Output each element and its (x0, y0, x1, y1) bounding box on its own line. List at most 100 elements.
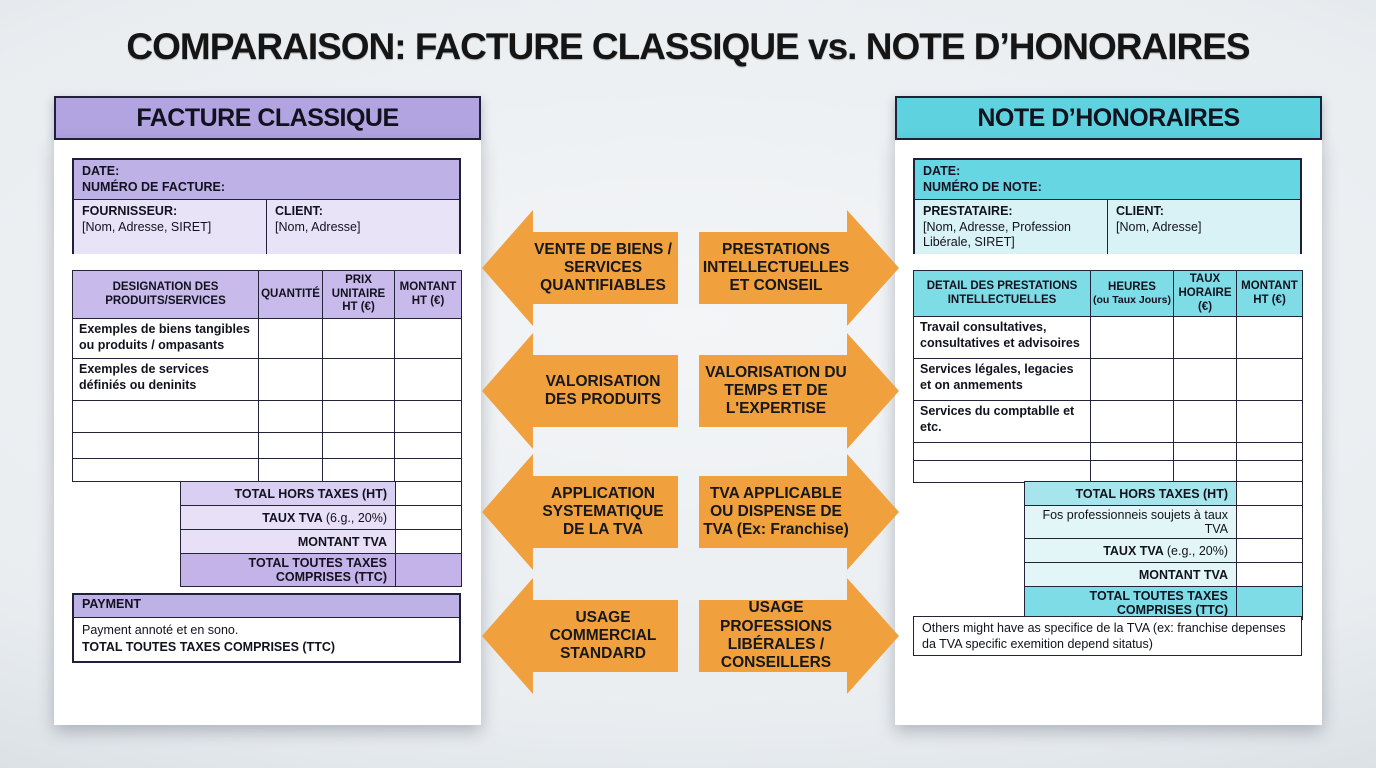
total-ttc-value (1236, 586, 1303, 620)
column-header-detail: DETAIL DES PRESTATIONS INTELLECTUELLES (913, 269, 1091, 318)
payment-header: PAYMENT (74, 595, 459, 618)
right-panel: DATE: NUMÉRO DE NOTE: PRESTATAIRE: [Nom,… (895, 140, 1322, 725)
client-label: CLIENT: (275, 204, 323, 218)
supplier-cell: FOURNISSEUR: [Nom, Adresse, SIRET] (74, 200, 267, 254)
table-row (72, 458, 462, 482)
total-row: MONTANT TVA (180, 529, 462, 554)
empty-cell (1236, 316, 1303, 360)
taux-tva-suffix: (e.g., 20%) (1166, 543, 1228, 558)
column-header-montant: MONTANT HT (€) (1236, 269, 1303, 318)
taux-tva-suffix: (6.g., 20%) (325, 510, 387, 525)
taux-tva-label: TAUX TVA (6.g., 20%) (180, 505, 396, 530)
table-row (72, 432, 462, 459)
table-row: Travail consultatives, consultatives et … (913, 316, 1303, 360)
provider-cell: PRESTATAIRE: [Nom, Adresse, Profession L… (915, 200, 1108, 254)
supplier-label: FOURNISSEUR: (82, 204, 178, 218)
empty-cell (1090, 400, 1174, 444)
empty-cell (322, 318, 395, 359)
parties-row: FOURNISSEUR: [Nom, Adresse, SIRET] CLIEN… (74, 200, 459, 254)
arrow-valorisation-produits: VALORISATION DES PRODUITS (482, 333, 678, 449)
empty-cell (394, 458, 462, 482)
empty-cell (394, 318, 462, 359)
empty-cell (258, 318, 323, 359)
empty-cell (1173, 316, 1237, 360)
date-label: DATE: (82, 164, 120, 178)
empty-cell (394, 400, 462, 433)
row-description: Services du comptablle et etc. (913, 400, 1091, 444)
total-row: TAUX TVA (e.g., 20%) (1024, 538, 1303, 563)
table-row (913, 460, 1303, 484)
row-description: Travail consultatives, consultatives et … (913, 316, 1091, 360)
montant-tva-value (1236, 562, 1303, 587)
total-row: TOTAL TOUTES TAXES COMPRISES (TTC) (180, 553, 462, 587)
arrow-valorisation-temps: VALORISATION DU TEMPS ET DE L'EXPERTISE (699, 333, 899, 449)
total-ht-value (1236, 481, 1303, 506)
empty-cell (1090, 442, 1174, 462)
client-value: [Nom, Adresse] (1116, 219, 1202, 234)
arrow-vente-de-biens: VENTE DE BIENS / SERVICES QUANTIFIABLES (482, 210, 678, 326)
empty-cell (913, 442, 1091, 462)
empty-cell (322, 458, 395, 482)
taux-tva-label: TAUX TVA (e.g., 20%) (1024, 538, 1237, 563)
total-row: Fos professionneis soujets à taux TVA (1024, 505, 1303, 539)
montant-tva-label: MONTANT TVA (180, 529, 396, 554)
arrow-usage-commercial: USAGE COMMERCIAL STANDARD (482, 578, 678, 694)
empty-cell (1173, 442, 1237, 462)
table-header-row: DETAIL DES PRESTATIONS INTELLECTUELLES H… (913, 269, 1303, 318)
taux-tva-value (1236, 538, 1303, 563)
empty-cell (72, 400, 259, 433)
heures-main: HEURES (1108, 280, 1156, 293)
page-title: COMPARAISON: FACTURE CLASSIQUE vs. NOTE … (126, 26, 1250, 67)
total-ht-label: TOTAL HORS TAXES (HT) (180, 481, 396, 506)
parties-row: PRESTATAIRE: [Nom, Adresse, Profession L… (915, 200, 1300, 254)
empty-cell (258, 458, 323, 482)
table-row (913, 442, 1303, 462)
arrow-tva-applicable: TVA APPLICABLE OU DISPENSE DE TVA (Ex: F… (699, 454, 899, 570)
total-row: MONTANT TVA (1024, 562, 1303, 587)
total-ttc-label: TOTAL TOUTES TAXES COMPRISES (TTC) (180, 553, 396, 587)
left-panel-header: FACTURE CLASSIQUE (54, 96, 481, 140)
client-label: CLIENT: (1116, 204, 1164, 218)
total-ttc-value (395, 553, 462, 587)
table-row: Exemples de services définiés ou deninit… (72, 358, 462, 401)
empty-cell (72, 432, 259, 459)
empty-cell (1090, 316, 1174, 360)
note-info-box: DATE: NUMÉRO DE NOTE: PRESTATAIRE: [Nom,… (913, 158, 1302, 254)
empty-cell (394, 358, 462, 401)
heures-sub: (ou Taux Jours) (1093, 294, 1171, 307)
total-row: TOTAL HORS TAXES (HT) (1024, 481, 1303, 506)
empty-cell (72, 458, 259, 482)
empty-cell (1090, 460, 1174, 484)
total-ht-value (395, 481, 462, 506)
payment-line: Payment annoté et en sono. (82, 623, 239, 637)
column-header-designation: DESIGNATION DES PRODUITS/SERVICES (72, 270, 259, 319)
total-ht-label: TOTAL HORS TAXES (HT) (1024, 481, 1237, 506)
column-header-heures: HEURES(ou Taux Jours) (1090, 269, 1174, 318)
professionnels-tva-label: Fos professionneis soujets à taux TVA (1024, 505, 1237, 539)
empty-cell (258, 358, 323, 401)
totals-table: TOTAL HORS TAXES (HT) Fos professionneis… (1024, 481, 1303, 620)
date-label: DATE: (923, 164, 961, 178)
note-number-label: NUMÉRO DE NOTE: (923, 180, 1042, 195)
empty-cell (1173, 358, 1237, 402)
column-header-prix-unitaire: PRIX UNITAIRE HT (€) (322, 270, 395, 319)
prestations-table: DETAIL DES PRESTATIONS INTELLECTUELLES H… (913, 269, 1303, 484)
empty-cell (1236, 460, 1303, 484)
client-cell: CLIENT: [Nom, Adresse] (1108, 200, 1300, 254)
column-header-montant: MONTANT HT (€) (394, 270, 462, 319)
empty-cell (322, 358, 395, 401)
row-description: Exemples de services définiés ou deninit… (72, 358, 259, 401)
payment-ttc-line: TOTAL TOUTES TAXES COMPRISES (TTC) (82, 639, 336, 654)
total-row: TOTAL HORS TAXES (HT) (180, 481, 462, 506)
arrow-usage-professions: USAGE PROFESSIONS LIBÉRALES / CONSEILLER… (699, 578, 899, 694)
empty-cell (258, 432, 323, 459)
supplier-value: [Nom, Adresse, SIRET] (82, 219, 212, 234)
table-row (72, 400, 462, 433)
invoice-number-label: NUMÉRO DE FACTURE: (82, 180, 226, 195)
payment-body: Payment annoté et en sono. TOTAL TOUTES … (74, 618, 459, 660)
table-row: Exemples de biens tangibles ou produits … (72, 318, 462, 359)
provider-value: [Nom, Adresse, Profession Libérale, SIRE… (923, 219, 1071, 250)
row-description: Services légales, legacies et on anmemen… (913, 358, 1091, 402)
payment-box: PAYMENT Payment annoté et en sono. TOTAL… (72, 593, 461, 663)
